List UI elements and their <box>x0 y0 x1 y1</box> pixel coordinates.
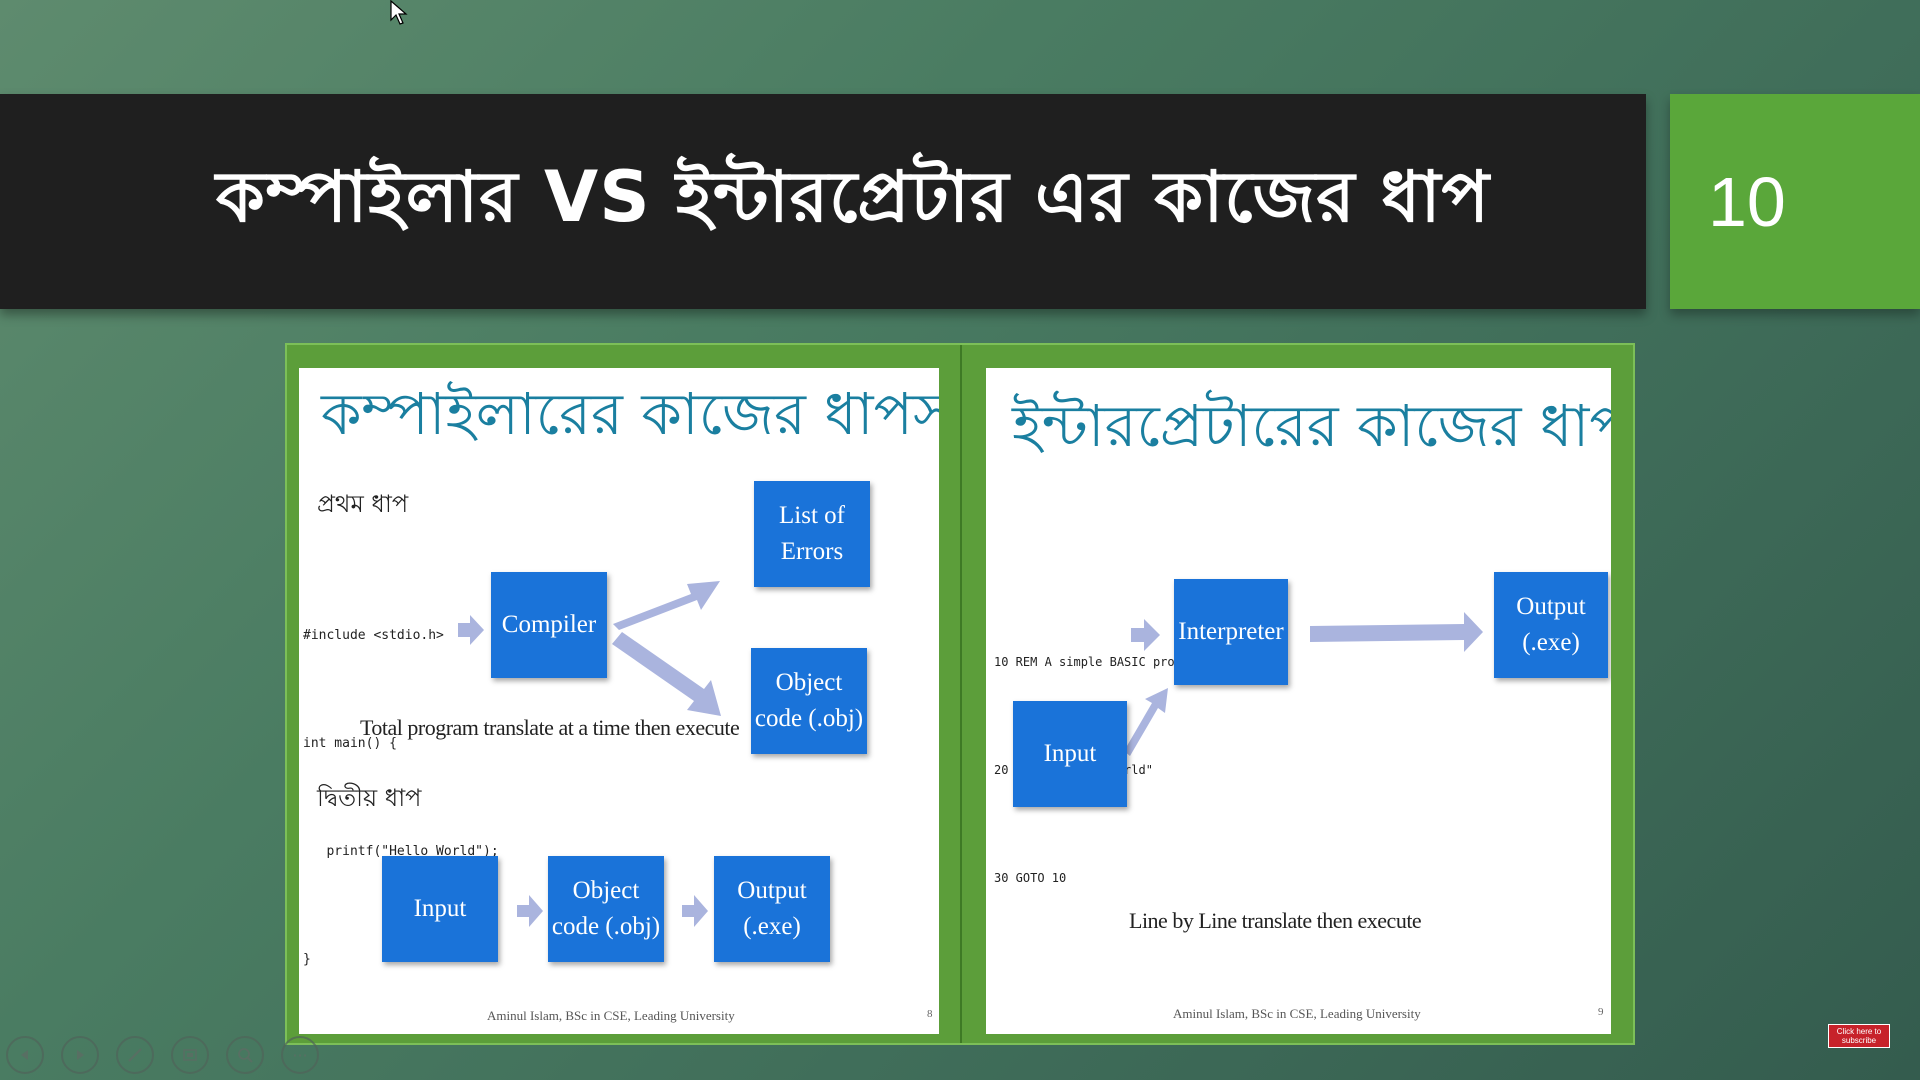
input-box: Input <box>382 856 498 962</box>
slides-icon[interactable] <box>171 1036 209 1074</box>
step2-label: দ্বিতীয় ধাপ <box>317 784 422 812</box>
c-code-snippet: #include <stdio.h> int main() { printf("… <box>303 546 499 1034</box>
slide-title: কম্পাইলার VS ইন্টারপ্রেটার এর কাজের ধাপ <box>215 156 1491 238</box>
code-line: 10 REM A simple BASIC program <box>994 655 1204 669</box>
interpreter-slide-title: ইন্টারপ্রেটারের কাজের ধাপ <box>1012 392 1611 460</box>
list-of-errors-box: List of Errors <box>754 481 870 587</box>
page-number: 8 <box>927 1008 933 1020</box>
content-frame: কম্পাইলারের কাজের ধাপসমূহ প্রথম ধাপ #inc… <box>285 343 1635 1045</box>
pen-icon[interactable] <box>116 1036 154 1074</box>
output-box: Output (.exe) <box>714 856 830 962</box>
slide-number: 10 <box>1708 162 1786 241</box>
compiler-arrows <box>458 581 721 927</box>
interpreter-arrows <box>1124 612 1483 756</box>
compiler-note: Total program translate at a time then e… <box>360 715 740 740</box>
previous-icon[interactable] <box>6 1036 44 1074</box>
code-line: int main() { <box>303 736 397 751</box>
zoom-icon[interactable] <box>226 1036 264 1074</box>
interpreter-input-box: Input <box>1013 701 1127 807</box>
more-icon[interactable]: ··· <box>281 1036 319 1074</box>
compiler-slide: কম্পাইলারের কাজের ধাপসমূহ প্রথম ধাপ #inc… <box>299 368 939 1034</box>
code-line: } <box>303 952 311 967</box>
mouse-cursor-icon <box>390 0 408 25</box>
object-code-box: Object code (.obj) <box>751 648 867 754</box>
step1-label: প্রথম ধাপ <box>317 490 409 518</box>
subscribe-button[interactable]: Click here to subscribe <box>1828 1024 1890 1048</box>
interpreter-note: Line by Line translate then execute <box>1129 908 1422 933</box>
presenter-toolbar: ··· <box>6 1036 319 1074</box>
code-line: 30 GOTO 10 <box>994 871 1067 885</box>
page-number: 9 <box>1598 1006 1604 1018</box>
slide-number-box: 10 <box>1670 94 1920 309</box>
next-icon[interactable] <box>61 1036 99 1074</box>
compiler-box: Compiler <box>491 572 607 678</box>
interpreter-slide: ইন্টারপ্রেটারের কাজের ধাপ 10 REM A simpl… <box>986 368 1611 1034</box>
title-band: কম্পাইলার VS ইন্টারপ্রেটার এর কাজের ধাপ <box>0 94 1646 309</box>
interpreter-box: Interpreter <box>1174 579 1288 685</box>
interpreter-output-box: Output (.exe) <box>1494 572 1608 678</box>
slide-footer: Aminul Islam, BSc in CSE, Leading Univer… <box>487 1008 735 1023</box>
code-line: printf("Hello World"); <box>303 844 499 859</box>
frame-divider <box>960 345 962 1043</box>
object-code-box-2: Object code (.obj) <box>548 856 664 962</box>
code-line: #include <stdio.h> <box>303 628 444 643</box>
slide-footer: Aminul Islam, BSc in CSE, Leading Univer… <box>1173 1006 1421 1021</box>
compiler-slide-title: কম্পাইলারের কাজের ধাপসমূহ <box>321 380 939 448</box>
